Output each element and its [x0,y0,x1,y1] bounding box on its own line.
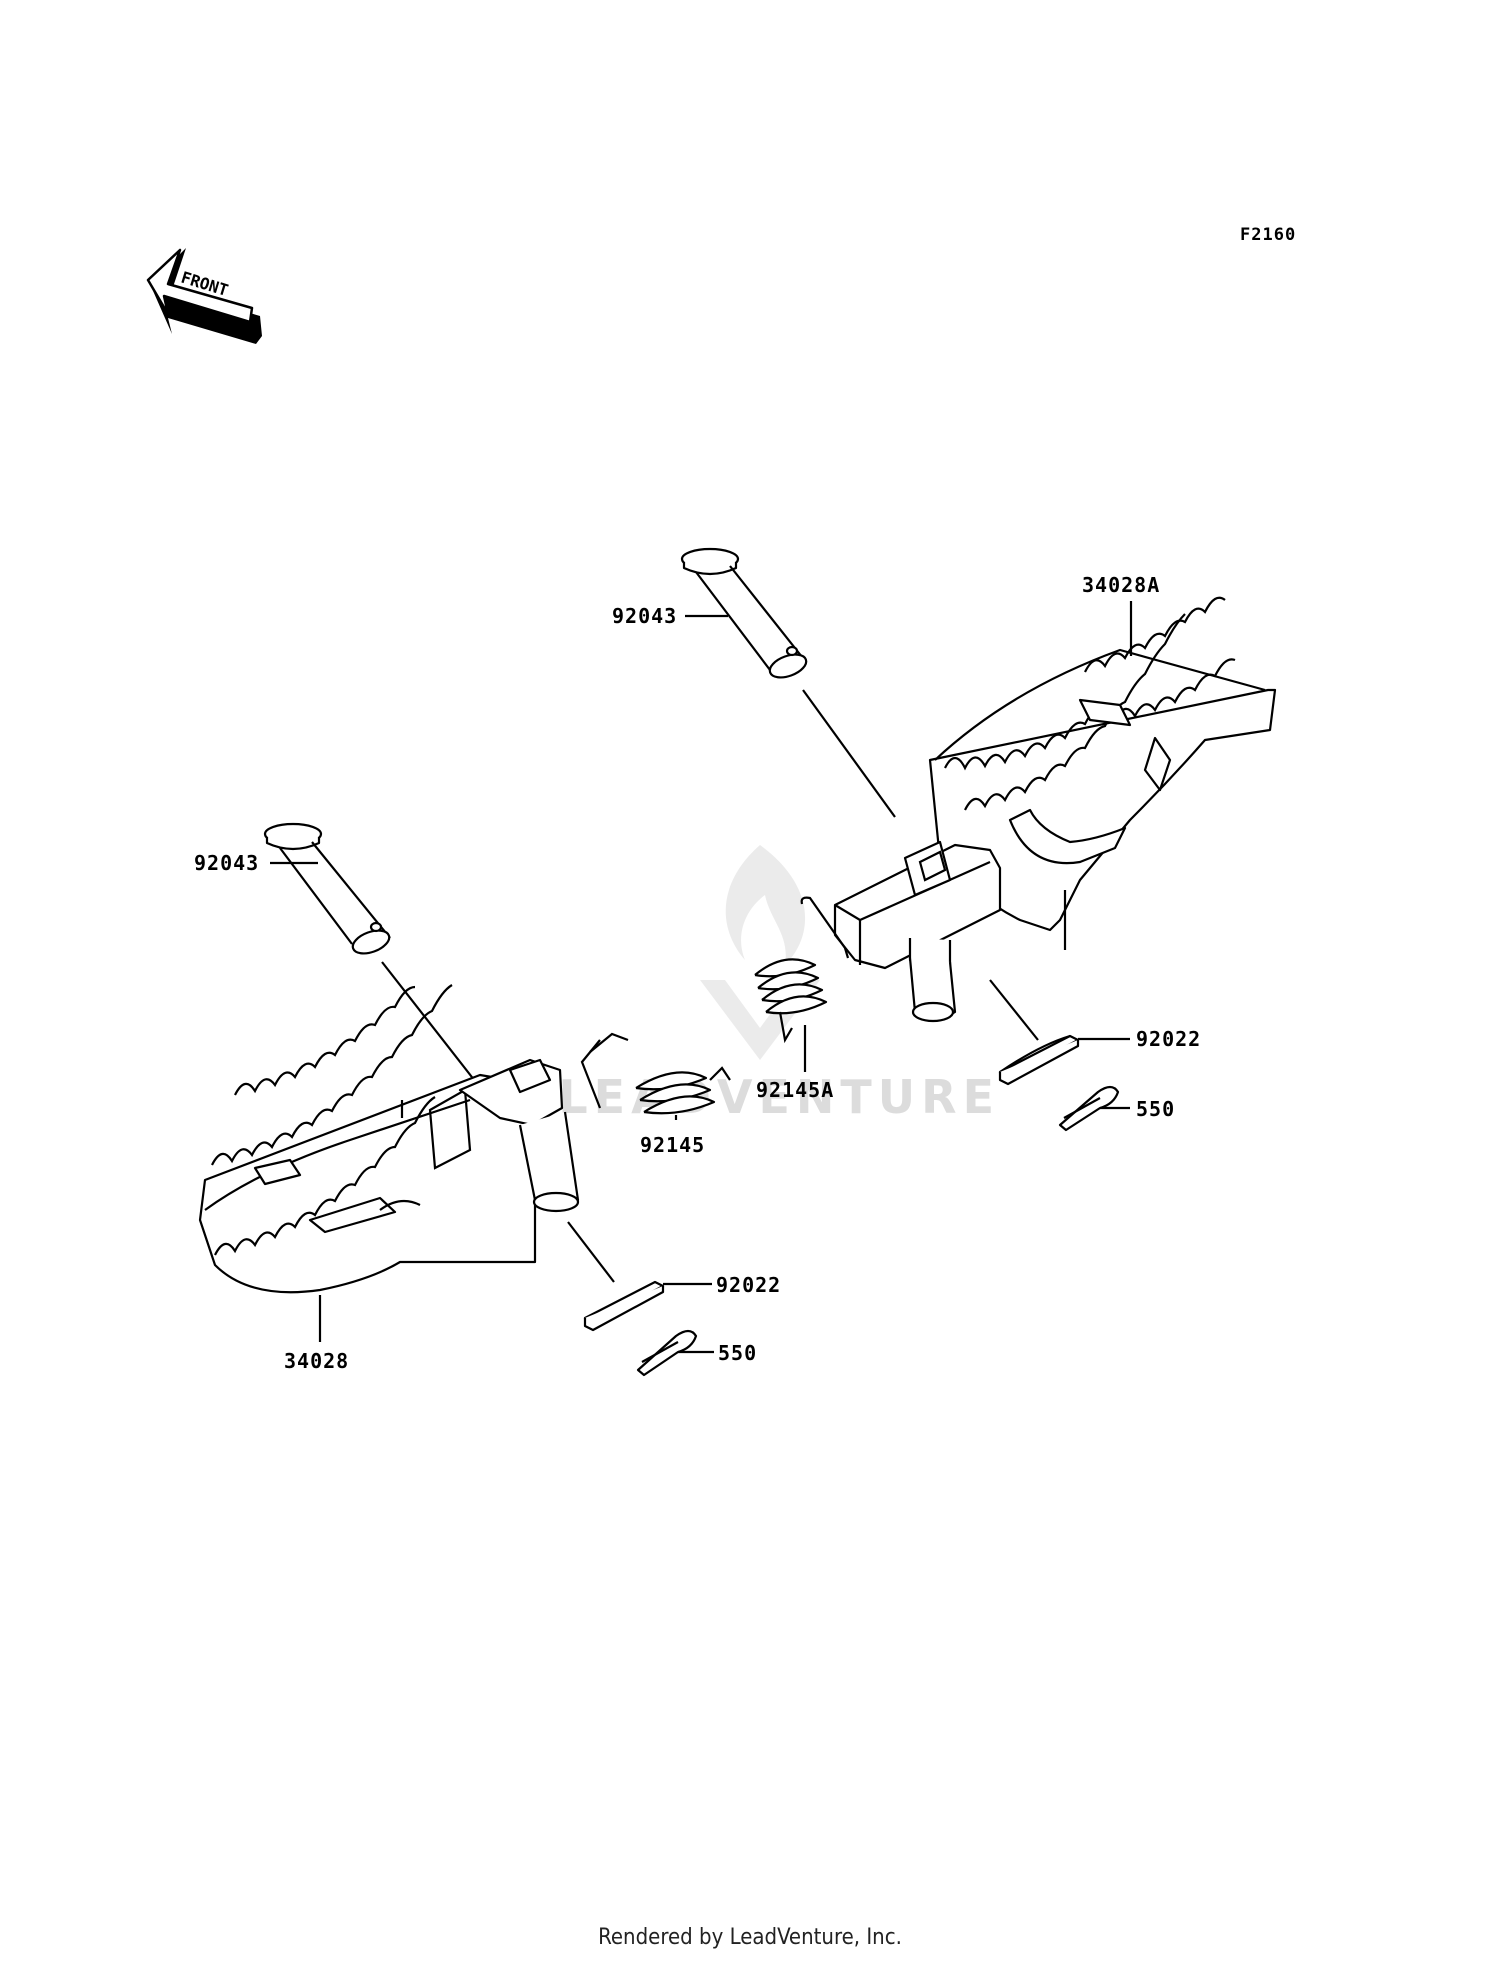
pin-right-guide-line [802,689,896,818]
watermark: LEADVENTURE [558,845,1000,1124]
label-washer-left: 92022 [716,1273,781,1297]
footer-credit: Rendered by LeadVenture, Inc. [598,1925,902,1950]
washer-left-guide-line [567,1221,615,1283]
footpeg-left [198,984,537,1294]
pin-right [680,547,808,679]
label-washer-right: 92022 [1136,1027,1201,1051]
pin-left [263,822,391,955]
label-pin-right: 92043 [612,604,677,628]
front-direction-arrow-icon: FRONT [146,248,262,344]
spring-left [580,1032,731,1115]
watermark-text: LEADVENTURE [558,1070,1000,1124]
spring-right [754,896,850,1044]
bracket-right [833,840,1002,1023]
label-footpeg-right: 34028A [1082,573,1160,597]
bracket-left [458,1058,580,1213]
leadventure-flame-logo-icon [700,845,820,1060]
label-pin-left: 92043 [194,851,259,875]
figure-code: F2160 [1240,225,1296,245]
washer-right-guide-line [989,979,1039,1041]
label-cotter-pin-right: 550 [1136,1097,1175,1121]
label-cotter-pin-left: 550 [718,1341,757,1365]
washer-left [583,1280,665,1332]
washer-right [998,1034,1080,1086]
label-spring-left: 92145 [640,1133,705,1157]
label-spring-right: 92145A [756,1078,834,1102]
footpeg-right [928,596,1277,950]
pin-left-guide-line [381,961,483,1091]
label-footpeg-left: 34028 [284,1349,349,1373]
